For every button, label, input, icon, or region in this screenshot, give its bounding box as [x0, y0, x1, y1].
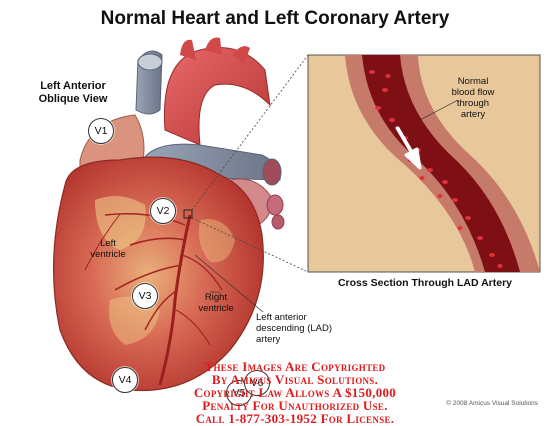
lad-leader-line	[194, 254, 264, 313]
pulmonary-opening	[262, 158, 282, 186]
heart-body	[53, 156, 264, 392]
artery-lumen	[362, 55, 520, 272]
artery-branch	[144, 289, 179, 331]
view-label-line: Left Anterior	[40, 80, 106, 92]
lead-marker-v3: V3	[132, 283, 158, 309]
pulmonary-vein	[266, 194, 284, 216]
watermark-line: Call 1-877-303-1952 For License.	[195, 411, 395, 426]
flow-leader-line	[419, 99, 459, 121]
view-label: Left Anterior Oblique View	[18, 80, 128, 106]
label-line: through	[456, 98, 490, 109]
aortic-branch	[180, 39, 196, 60]
aortic-branch	[205, 37, 222, 55]
right-ventricle-label: Right ventricle	[186, 292, 246, 314]
label-line: Left	[100, 238, 116, 249]
left-ventricle-label: Left ventricle	[78, 238, 138, 260]
view-label-line: Oblique View	[38, 93, 108, 105]
lead-marker-v1: V1	[88, 118, 114, 144]
vena-cava-opening	[137, 53, 163, 71]
artery-branch	[181, 254, 223, 291]
label-line: artery	[460, 109, 486, 120]
watermark-line: By Amicus Visual Solutions.	[211, 372, 379, 387]
section-marker	[183, 209, 193, 219]
fat-region	[95, 196, 146, 250]
page-title: Normal Heart and Left Coronary Artery	[100, 8, 450, 29]
label-line: ventricle	[90, 249, 126, 260]
fat-region	[198, 219, 235, 263]
label-line: ventricle	[198, 303, 234, 314]
artery-branch	[129, 237, 186, 246]
label-line: Normal	[457, 76, 489, 87]
blood-flow-label: Normal blood flow through artery	[438, 76, 508, 120]
artery-branch	[84, 213, 121, 271]
flow-arrow-icon	[395, 126, 422, 170]
watermark-line: These Images Are Copyrighted	[204, 359, 386, 374]
artery-branch	[114, 264, 183, 291]
watermark-line: Penalty For Unauthorized Use.	[202, 398, 388, 413]
artery-branch	[104, 213, 186, 226]
watermark-line: Copyright Law Allows A $150,000	[193, 385, 397, 400]
label-line: Left anterior	[256, 312, 307, 323]
lad-label: Left anterior descending (LAD) artery	[256, 312, 356, 345]
cross-section-caption: Cross Section Through LAD Artery	[337, 277, 513, 289]
lead-marker-v4: V4	[112, 367, 138, 393]
aorta	[163, 47, 271, 146]
lead-marker-v6: V6	[244, 370, 270, 396]
lead-marker-v2: V2	[150, 198, 176, 224]
label-line: Right	[204, 292, 228, 303]
copyright-watermark: These Images Are Copyrighted By Amicus V…	[130, 360, 460, 425]
zoom-line	[191, 54, 309, 211]
copyright-footer: © 2008 Amicus Visual Solutions	[446, 400, 538, 407]
label-line: descending (LAD)	[256, 323, 333, 334]
artery-branch	[175, 309, 211, 346]
zoom-line	[191, 217, 309, 273]
pulmonary-vein	[271, 214, 285, 230]
aortic-branch	[232, 46, 250, 64]
label-line: artery	[256, 334, 281, 345]
label-line: blood flow	[451, 87, 495, 98]
lad-artery	[158, 214, 192, 386]
